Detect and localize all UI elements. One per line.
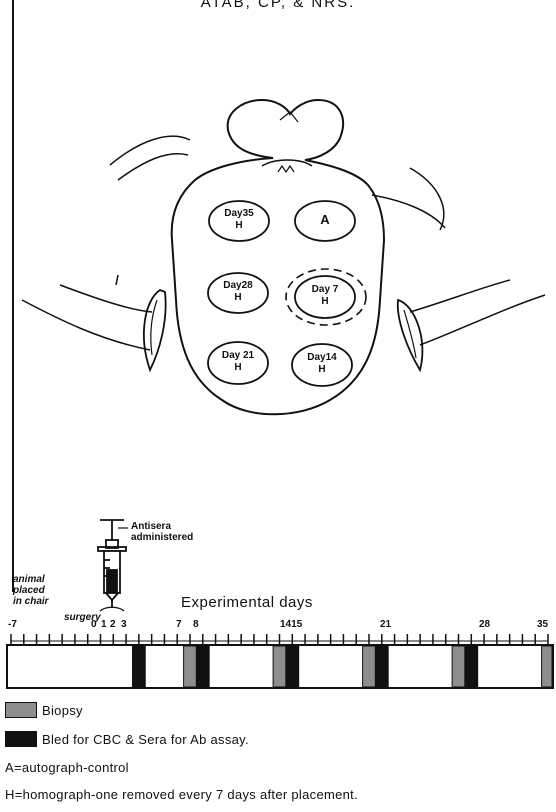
upper-left-limb-inner bbox=[118, 154, 188, 180]
biopsy-mark bbox=[273, 646, 286, 687]
syringe-icon bbox=[98, 520, 126, 611]
biopsy-mark bbox=[184, 646, 197, 687]
tail-tuft bbox=[278, 166, 294, 172]
biopsy-legend-label: Biopsy bbox=[42, 703, 83, 718]
bled-mark bbox=[465, 646, 478, 687]
neck-detail bbox=[262, 160, 312, 166]
left-tick bbox=[116, 275, 118, 285]
head-crease bbox=[280, 112, 298, 122]
right-ear bbox=[398, 300, 423, 370]
day-label: 2 bbox=[110, 619, 116, 630]
day-label: 1415 bbox=[280, 619, 302, 630]
bled-legend-label: Bled for CBC & Sera for Ab assay. bbox=[42, 732, 249, 747]
day-label: -7 bbox=[8, 619, 17, 630]
bled-mark bbox=[375, 646, 388, 687]
biopsy-swatch bbox=[5, 702, 37, 718]
lower-left-limb-inner bbox=[60, 285, 152, 312]
day-label: 7 bbox=[176, 619, 182, 630]
day-label: 35 bbox=[537, 619, 548, 630]
left-ear bbox=[144, 290, 166, 370]
day-label: 1 bbox=[101, 619, 107, 630]
bled-swatch bbox=[5, 731, 37, 747]
biopsy-mark bbox=[452, 646, 465, 687]
left-ear-inner bbox=[151, 300, 157, 355]
site-label-2: A bbox=[295, 214, 355, 226]
day-label: 0 bbox=[91, 619, 97, 630]
day-label: 8 bbox=[193, 619, 199, 630]
bled-mark bbox=[132, 646, 145, 687]
day-label: 28 bbox=[479, 619, 490, 630]
experimental-days-title: Experimental days bbox=[181, 594, 313, 611]
autograph-definition: A=autograph-control bbox=[5, 760, 129, 775]
bled-mark bbox=[196, 646, 209, 687]
timeline-ticks bbox=[11, 634, 548, 645]
biopsy-mark bbox=[363, 646, 376, 687]
homograph-definition: H=homograph-one removed every 7 days aft… bbox=[5, 787, 358, 802]
lower-right-limb-inner bbox=[410, 280, 510, 312]
biopsy-mark bbox=[542, 646, 552, 687]
day-label: 21 bbox=[380, 619, 391, 630]
bled-mark bbox=[286, 646, 299, 687]
day-label: 3 bbox=[121, 619, 127, 630]
